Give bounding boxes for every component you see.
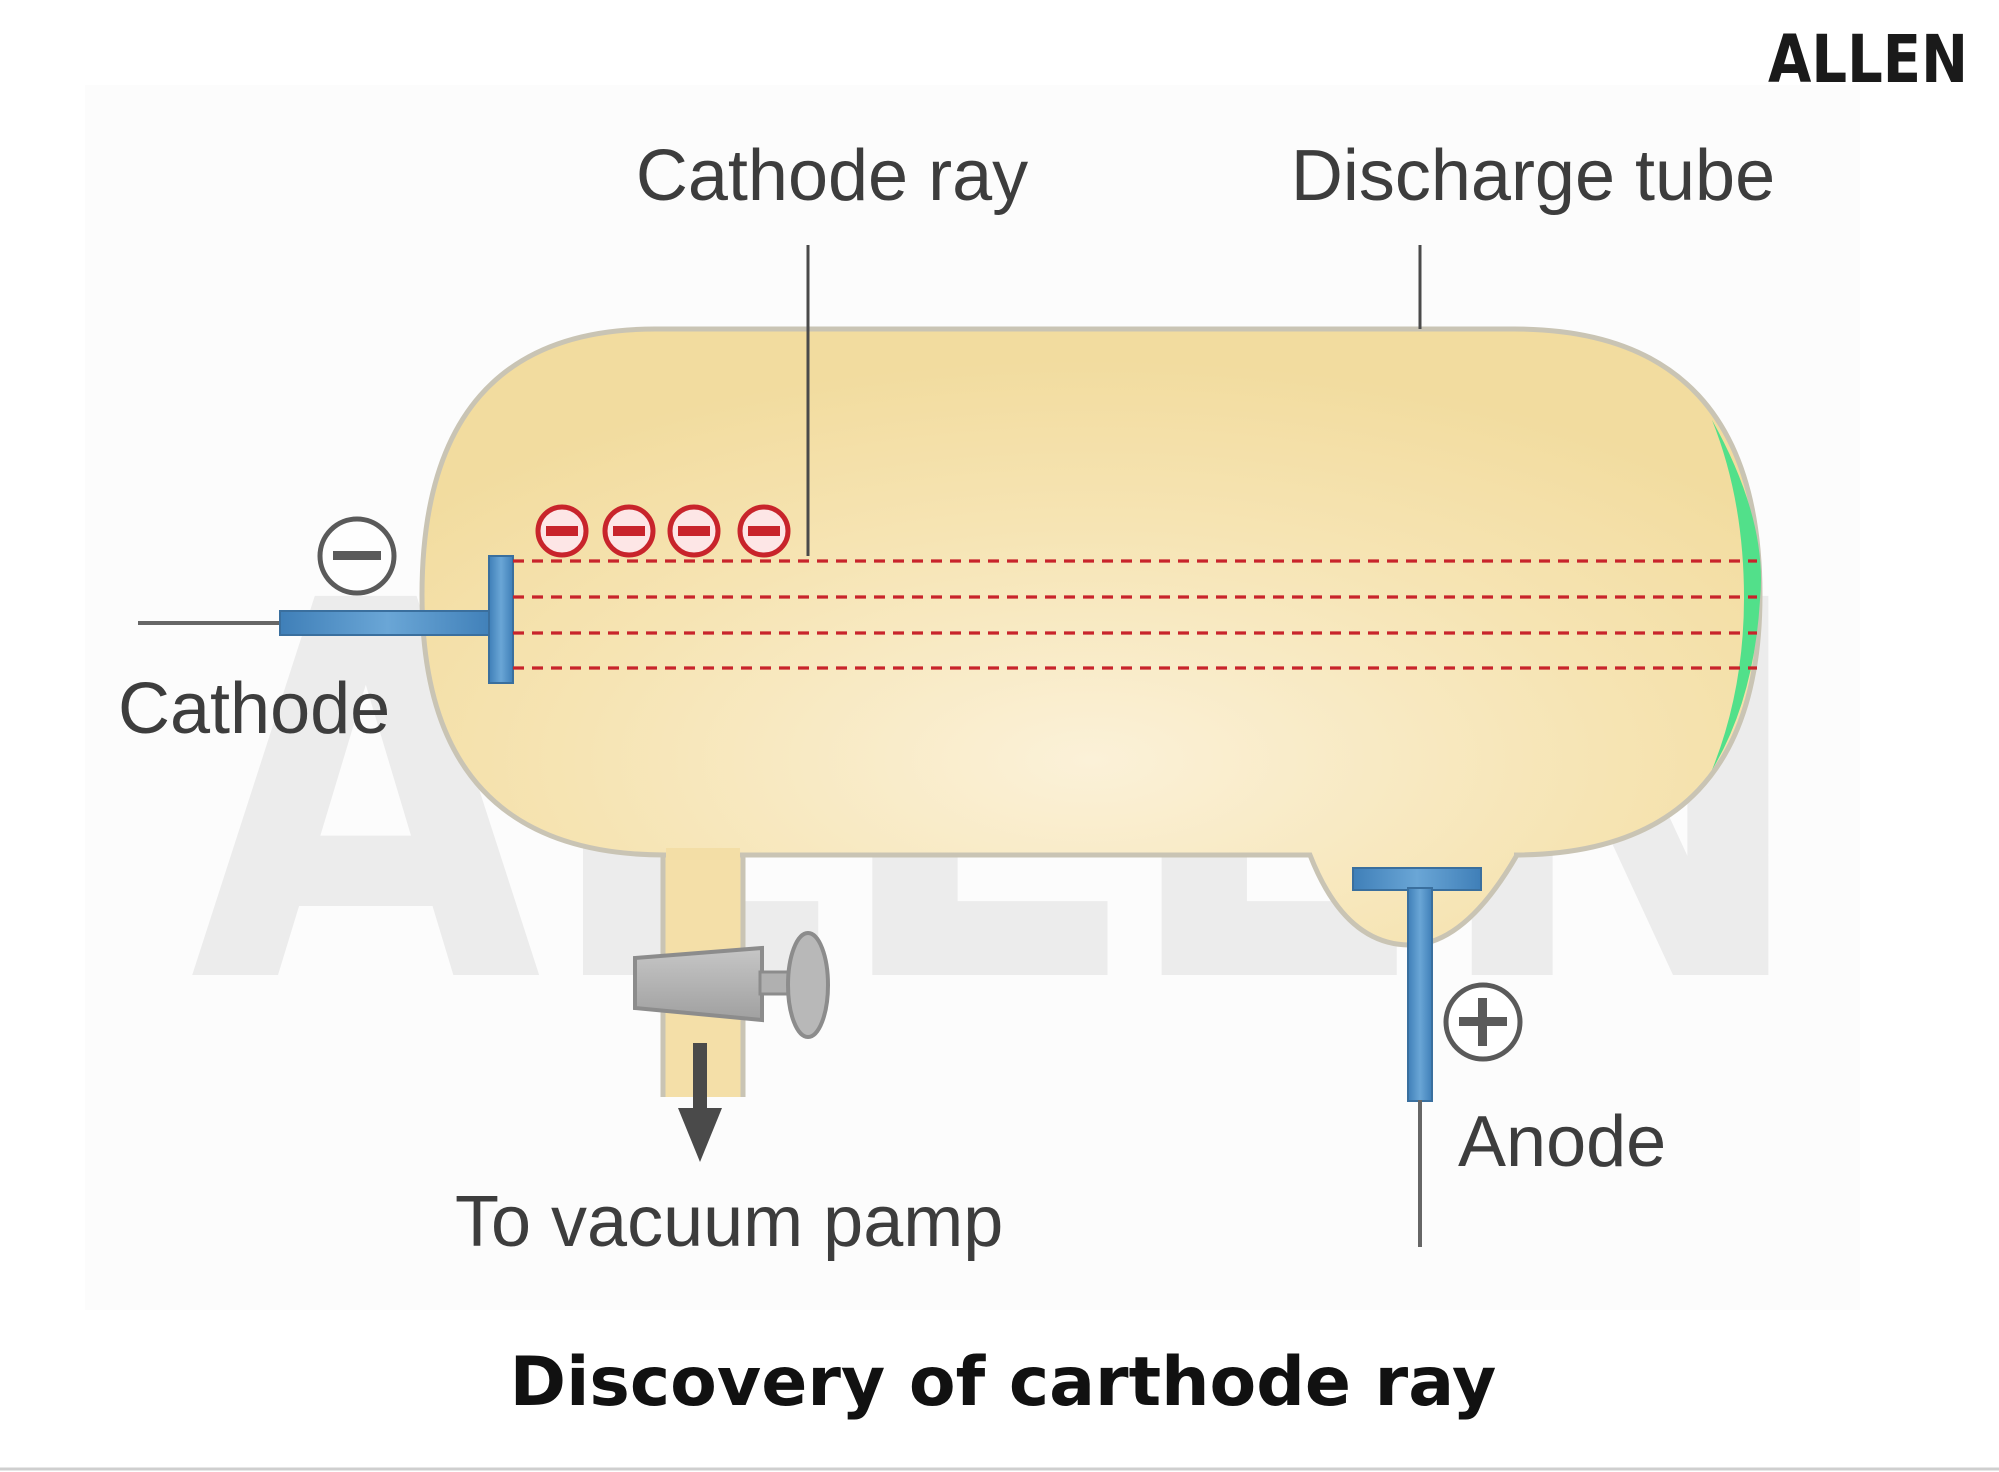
minus-circle-icon — [737, 504, 791, 558]
anode-plate — [1352, 867, 1482, 891]
label-discharge-tube: Discharge tube — [1291, 136, 1775, 216]
brand-logo: ALLEN — [1768, 21, 1968, 98]
minus-circle-icon — [667, 504, 721, 558]
anode-rod — [1407, 887, 1433, 1102]
stopcock-valve — [633, 945, 764, 1023]
label-vacuum-pump: To vacuum pamp — [455, 1182, 1003, 1262]
figure-caption: Discovery of carthode ray — [510, 1343, 1497, 1422]
label-cathode-ray: Cathode ray — [636, 136, 1028, 216]
cathode-rod — [279, 610, 496, 636]
minus-circle-icon — [602, 504, 656, 558]
fluorescent-screen — [1712, 420, 1761, 770]
discharge-tube — [419, 326, 1763, 948]
minus-circle-icon — [535, 504, 589, 558]
cathode-plate — [488, 555, 514, 684]
anode-terminal-plus-icon — [1443, 982, 1523, 1062]
stopcock-handle — [786, 931, 830, 1039]
cathode-ray-beam — [513, 559, 1757, 670]
cathode-terminal-minus-icon — [317, 516, 397, 596]
arrow-down-icon — [678, 1043, 722, 1162]
label-cathode: Cathode — [118, 669, 390, 749]
label-anode: Anode — [1458, 1102, 1666, 1182]
